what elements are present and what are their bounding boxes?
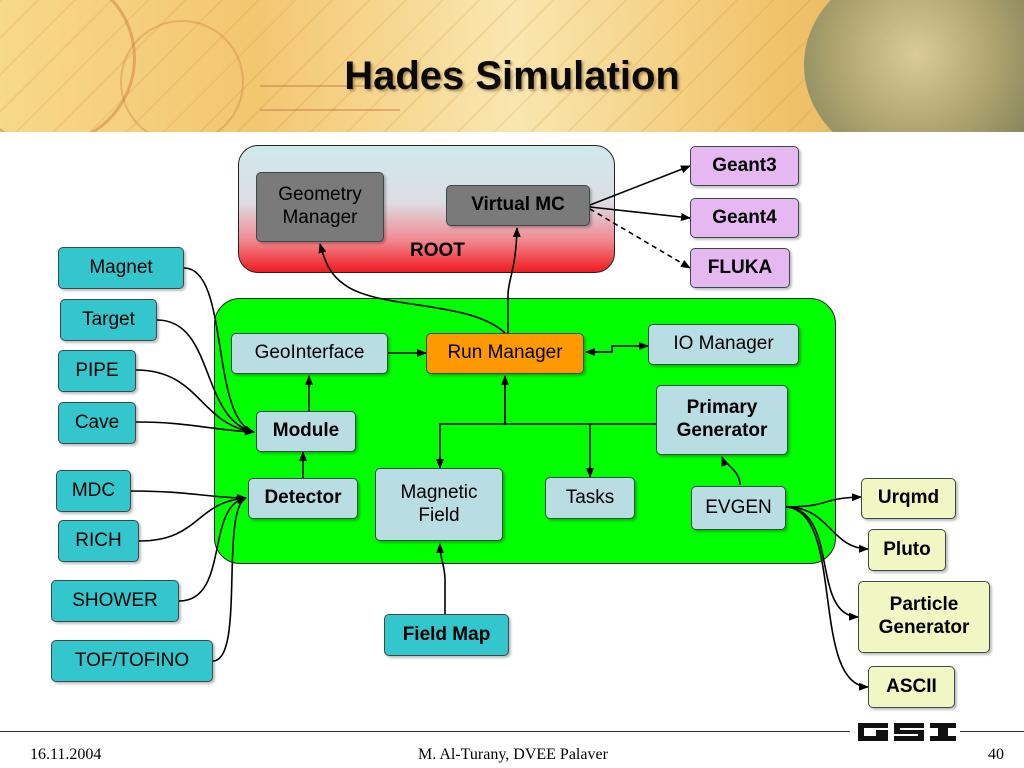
connector-rich-detector — [138, 494, 247, 542]
connector-shower-detector — [178, 495, 247, 602]
detector-mdc: MDC — [56, 470, 131, 512]
io-manager-box: IO Manager — [648, 324, 799, 365]
connector-vmc-fluka — [589, 208, 691, 269]
root-label: ROOT — [410, 240, 465, 261]
banner-decoration — [120, 20, 244, 132]
connector-run-io — [592, 342, 649, 353]
gsi-logo — [858, 723, 956, 741]
detector-target: Target — [60, 299, 157, 341]
connector-fieldmap-field — [436, 543, 446, 614]
engine-fluka: FLUKA — [690, 248, 790, 288]
footer-author: M. Al-Turany, DVEE Palaver — [418, 746, 608, 763]
detector-cave: Cave — [58, 402, 136, 444]
generator-pluto: Pluto — [868, 529, 946, 571]
title-banner — [0, 0, 1024, 132]
connector-evgen-particle — [785, 506, 859, 621]
banner-decoration — [260, 85, 400, 111]
connector-vmc-geant4 — [589, 206, 691, 221]
detector-shower: SHOWER — [51, 580, 179, 622]
detector-rich: RICH — [58, 520, 139, 562]
virtual-mc-box: Virtual MC — [446, 185, 590, 226]
connector-evgen-primary — [721, 456, 741, 486]
evgen-box: EVGEN — [691, 486, 786, 530]
connector-cave-module — [135, 421, 255, 436]
footer-page-number: 40 — [988, 746, 1004, 763]
slide-title: Hades Simulation — [344, 54, 680, 98]
module-box: Module — [256, 411, 356, 452]
connector-run-geometry — [318, 243, 506, 334]
connector-mdc-detector — [130, 490, 247, 502]
geointerface-box: GeoInterface — [231, 333, 388, 374]
engine-geant4: Geant4 — [690, 198, 799, 238]
connector-vmc-geant3 — [589, 165, 691, 206]
magnetic-field-box: Magnetic Field — [375, 468, 503, 541]
footer-date: 16.11.2004 — [30, 746, 102, 763]
run-manager-box: Run Manager — [426, 333, 584, 374]
geometry-manager-box: Geometry Manager — [256, 172, 384, 242]
footer-divider — [0, 731, 850, 732]
engine-geant3: Geant3 — [690, 146, 799, 186]
banner-decoration — [804, 0, 1024, 132]
generator-urqmd: Urqmd — [861, 478, 956, 519]
detector-tof-tofino: TOF/TOFINO — [51, 640, 213, 682]
connector-pipe-module — [135, 369, 255, 435]
connector-run-field — [436, 423, 505, 469]
primary-generator-box: Primary Generator — [656, 385, 788, 455]
generator-ascii: ASCII — [868, 666, 955, 708]
connector-evgen-ascii — [785, 506, 869, 691]
footer-divider — [960, 731, 1024, 732]
field-map-box: Field Map — [384, 614, 509, 656]
connector-run-vmc — [507, 227, 521, 333]
detector-pipe: PIPE — [58, 350, 136, 392]
detector-magnet: Magnet — [58, 247, 184, 289]
generator-particle: Particle Generator — [858, 581, 990, 653]
connector-evgen-pluto — [785, 506, 869, 553]
connector-target-module — [156, 319, 255, 434]
connector-tof-detector — [212, 497, 247, 662]
detector-box: Detector — [248, 478, 358, 519]
tasks-box: Tasks — [545, 477, 635, 519]
connector-magnet-module — [183, 267, 255, 434]
connector-evgen-urqmd — [785, 493, 862, 508]
